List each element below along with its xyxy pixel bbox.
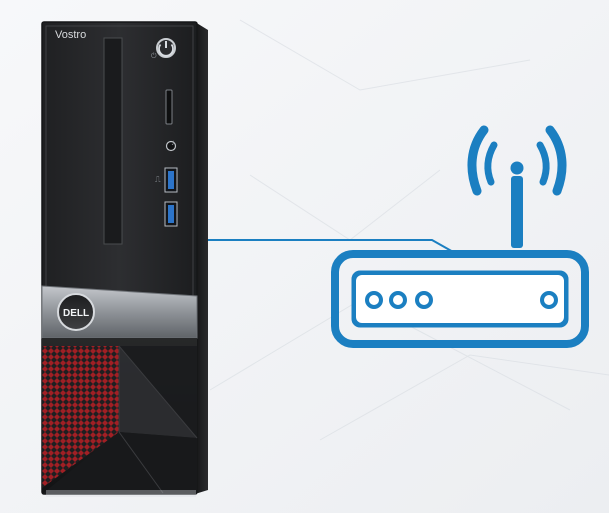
power-indicator-icon: ⏻ bbox=[151, 52, 157, 60]
facet-3 bbox=[42, 432, 197, 494]
dell-logo: DELL bbox=[57, 293, 95, 331]
router-light-3 bbox=[415, 291, 433, 309]
usb-port-1 bbox=[164, 167, 178, 193]
card-reader-slot bbox=[165, 89, 173, 125]
audio-jack bbox=[165, 140, 177, 152]
router-antenna-top bbox=[510, 161, 524, 175]
dell-logo-text: DELL bbox=[63, 308, 89, 319]
brand-text: Vostro bbox=[55, 29, 86, 41]
usb-icon: ⎍ bbox=[155, 175, 161, 184]
desktop-tower: Vostro ⏻ ♪ ⎍ DELL bbox=[41, 21, 208, 497]
router-light-2 bbox=[389, 291, 407, 309]
tower-base bbox=[46, 490, 196, 497]
usb-port-2 bbox=[164, 201, 178, 227]
router-antenna bbox=[511, 176, 523, 248]
facet-6 bbox=[118, 345, 198, 439]
router-light-4 bbox=[540, 291, 558, 309]
optical-drive-bay bbox=[103, 37, 123, 245]
red-pattern-panel bbox=[42, 346, 119, 488]
wifi-signal-icon bbox=[467, 125, 489, 196]
router-light-1 bbox=[365, 291, 383, 309]
router-body-outer bbox=[331, 250, 589, 348]
power-button bbox=[156, 38, 176, 58]
router-icon bbox=[331, 125, 589, 348]
connection-cable bbox=[198, 239, 456, 254]
facet-4 bbox=[118, 431, 164, 494]
headset-icon: ♪ bbox=[171, 138, 175, 147]
